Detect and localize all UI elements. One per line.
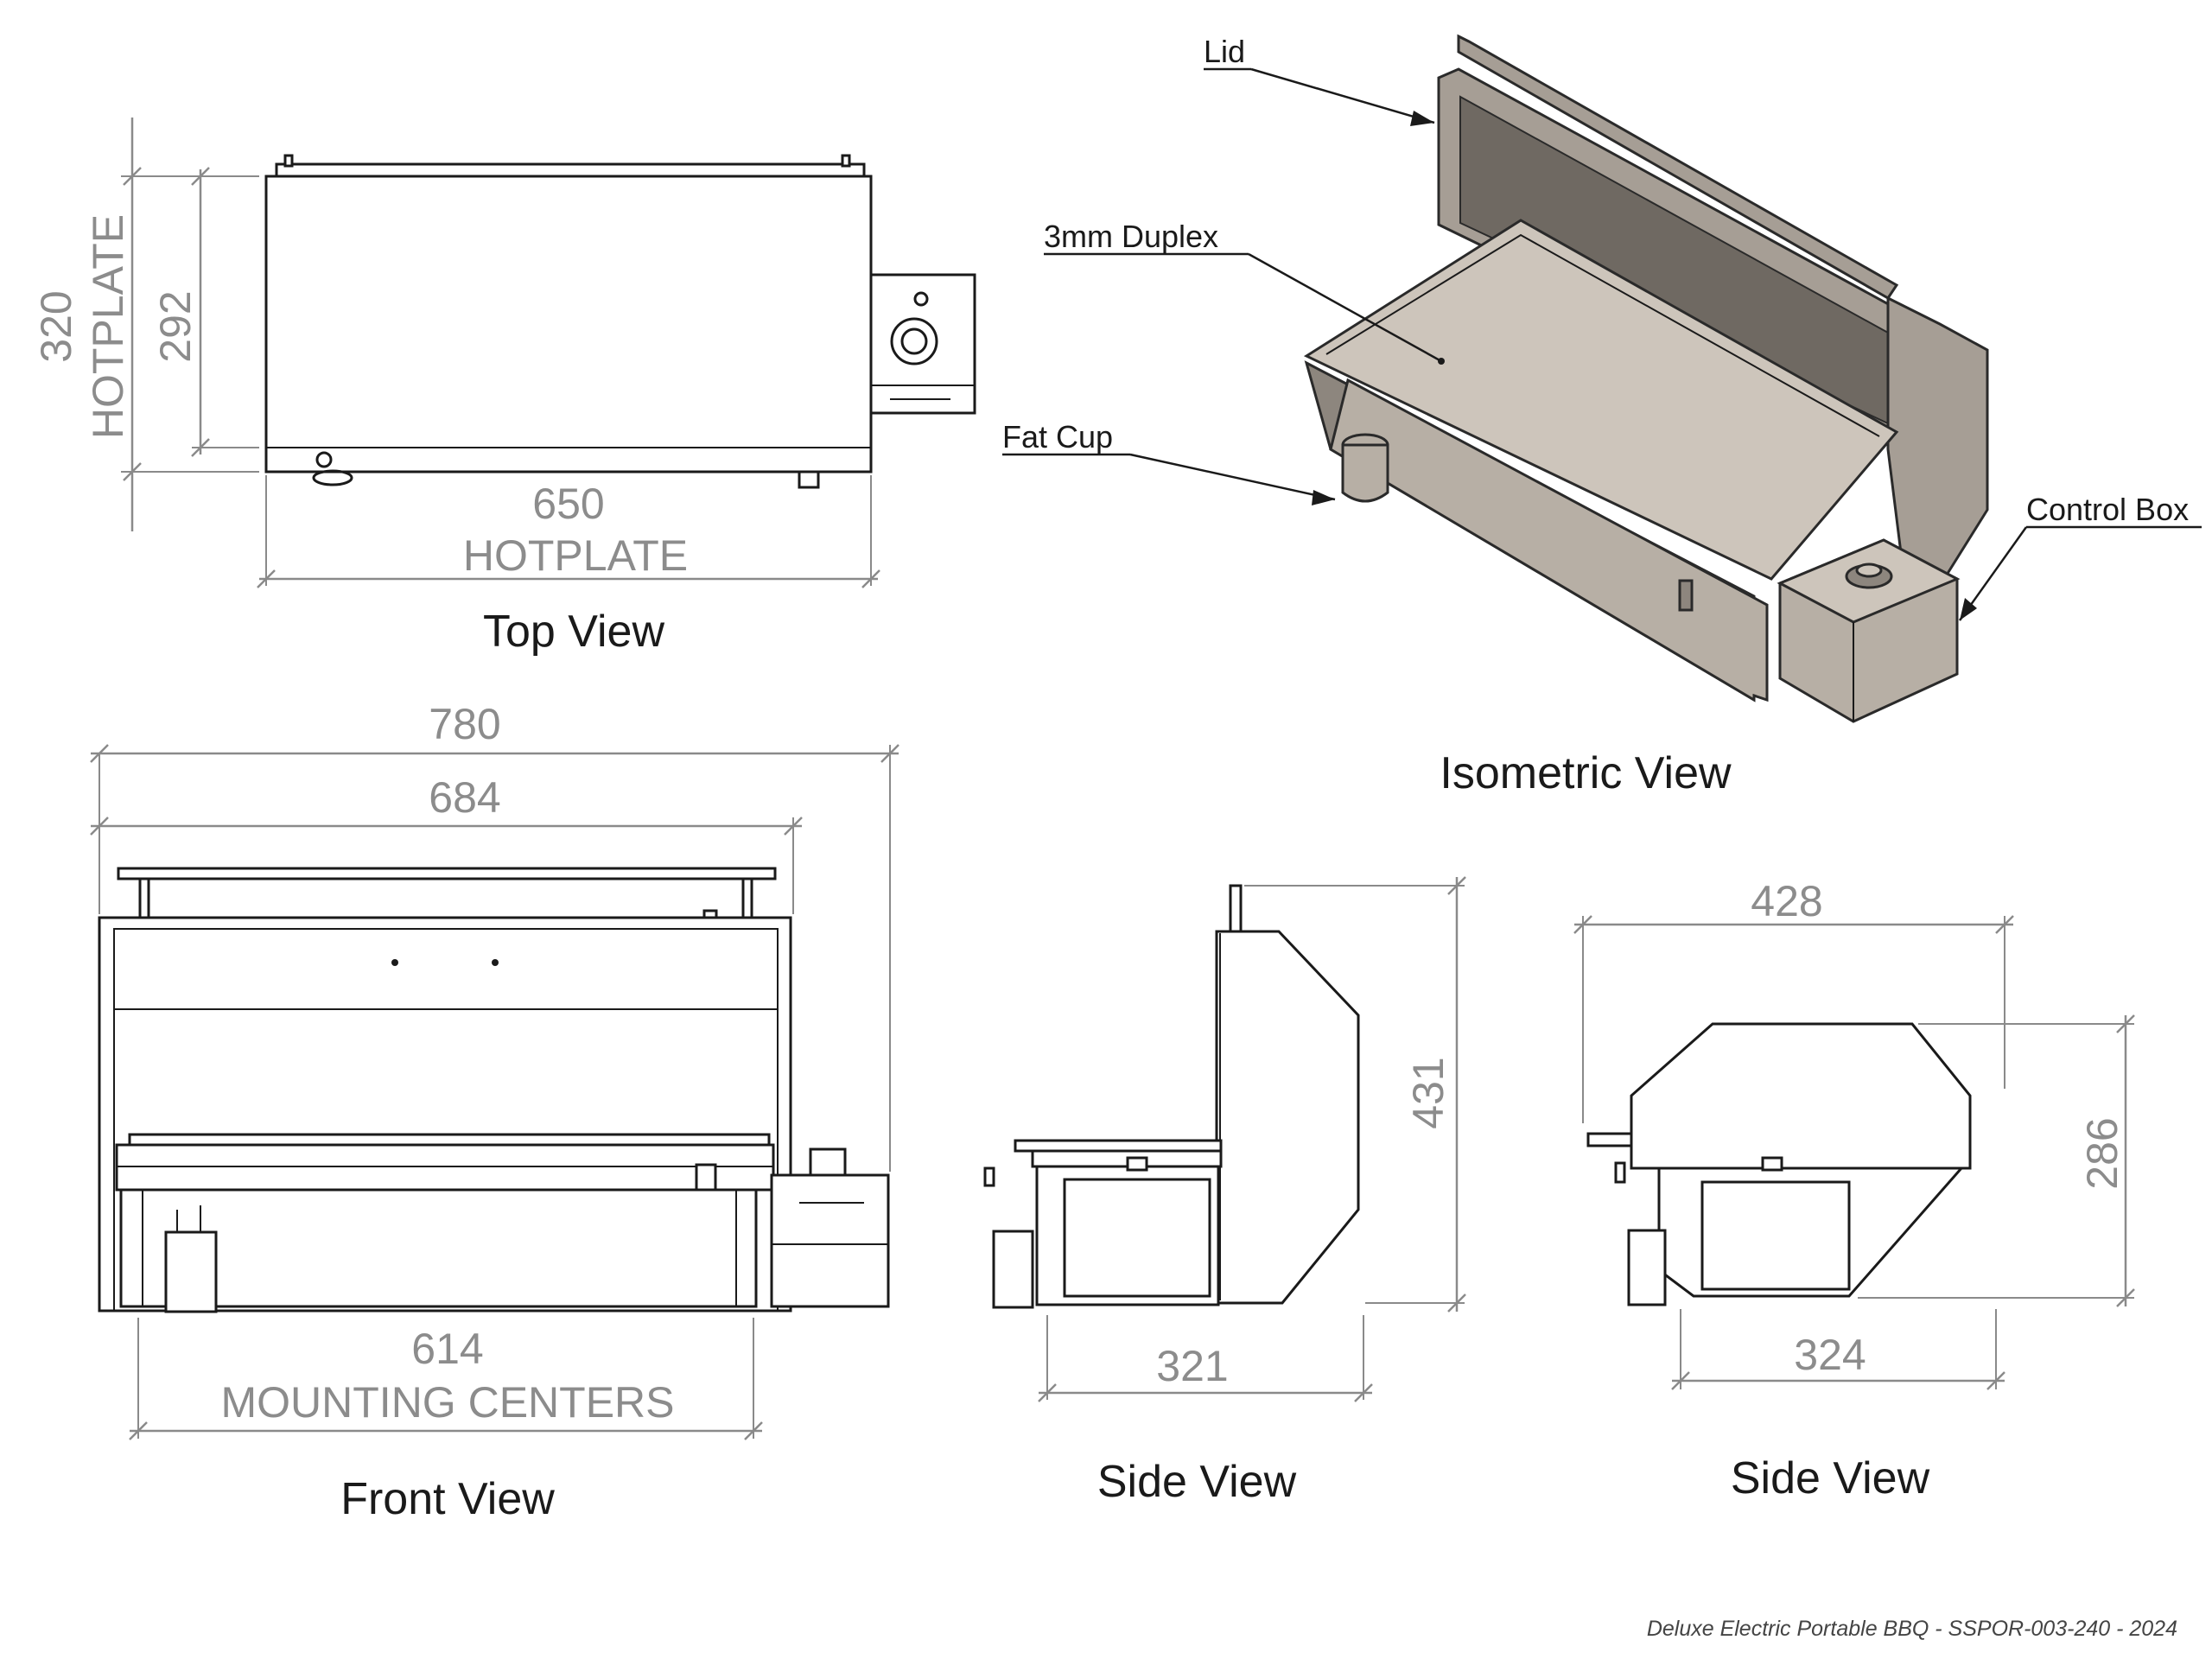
dim-hotplate-depth-outer: 320	[32, 290, 80, 362]
dim-hotplate-depth-inner: 292	[151, 290, 200, 362]
front-view-title: Front View	[340, 1474, 555, 1524]
dim-hotplate-width: 650	[532, 480, 604, 528]
top-body-outline	[264, 175, 873, 474]
callout-control-box: Control Box	[2026, 492, 2189, 527]
side1-lid	[1215, 930, 1360, 1305]
top-view-title: Top View	[483, 607, 665, 657]
dim-side2-top: 428	[1751, 877, 1822, 925]
front-lower-body	[119, 1188, 758, 1308]
front-lid-rail	[117, 867, 777, 880]
front-fat-cup	[164, 1230, 218, 1313]
front-control-box	[770, 1173, 890, 1308]
side-view-1: 431 321 Side View	[983, 876, 1466, 1507]
control-knob	[890, 317, 938, 365]
side-view-2: 428 286 324 Side View	[1573, 877, 2135, 1503]
isometric-view-title: Isometric View	[1440, 748, 1732, 798]
iso-lid-rail	[1457, 34, 1899, 300]
callout-duplex: 3mm Duplex	[1044, 219, 1218, 254]
side-view-1-title: Side View	[1097, 1457, 1297, 1507]
side2-lid	[1630, 1022, 1972, 1170]
title-block: Deluxe Electric Portable BBQ - SSPOR-003…	[1647, 1617, 2177, 1641]
callout-fat-cup: Fat Cup	[1002, 419, 1113, 454]
side1-fat-cup	[992, 1230, 1034, 1309]
callout-lid: Lid	[1204, 34, 1245, 69]
dim-side2-base: 324	[1794, 1331, 1866, 1379]
iso-hotplate	[1303, 219, 1899, 581]
iso-lid-side	[1886, 296, 1989, 582]
dim-side2-height: 286	[2078, 1117, 2126, 1189]
top-view: 650 HOTPLATE 320 HOTPLATE 292 Top View	[32, 118, 976, 657]
top-rear-bar	[275, 162, 866, 178]
dim-hotplate-width-label: HOTPLATE	[463, 531, 688, 580]
dim-body-width: 684	[429, 773, 500, 822]
dim-side1-base: 321	[1156, 1342, 1228, 1390]
dim-hotplate-depth-label: HOTPLATE	[84, 214, 132, 439]
front-view: 780 684 614 MOUNTING CENTERS Front View	[90, 700, 899, 1524]
dim-mounting-centers: 614	[411, 1325, 483, 1373]
isometric-view: Lid 3mm Duplex Fat Cup Control Box Isome…	[1002, 34, 2202, 798]
iso-fat-cup	[1341, 443, 1389, 503]
dim-mounting-label: MOUNTING CENTERS	[221, 1378, 675, 1427]
side2-body	[1657, 1166, 1965, 1298]
side2-fat-cup	[1627, 1229, 1667, 1306]
side-view-2-title: Side View	[1731, 1453, 1930, 1503]
dim-overall-width: 780	[429, 700, 500, 748]
top-control-box	[869, 273, 976, 415]
dim-side1-height: 431	[1404, 1057, 1452, 1128]
side1-body	[1035, 1165, 1220, 1306]
